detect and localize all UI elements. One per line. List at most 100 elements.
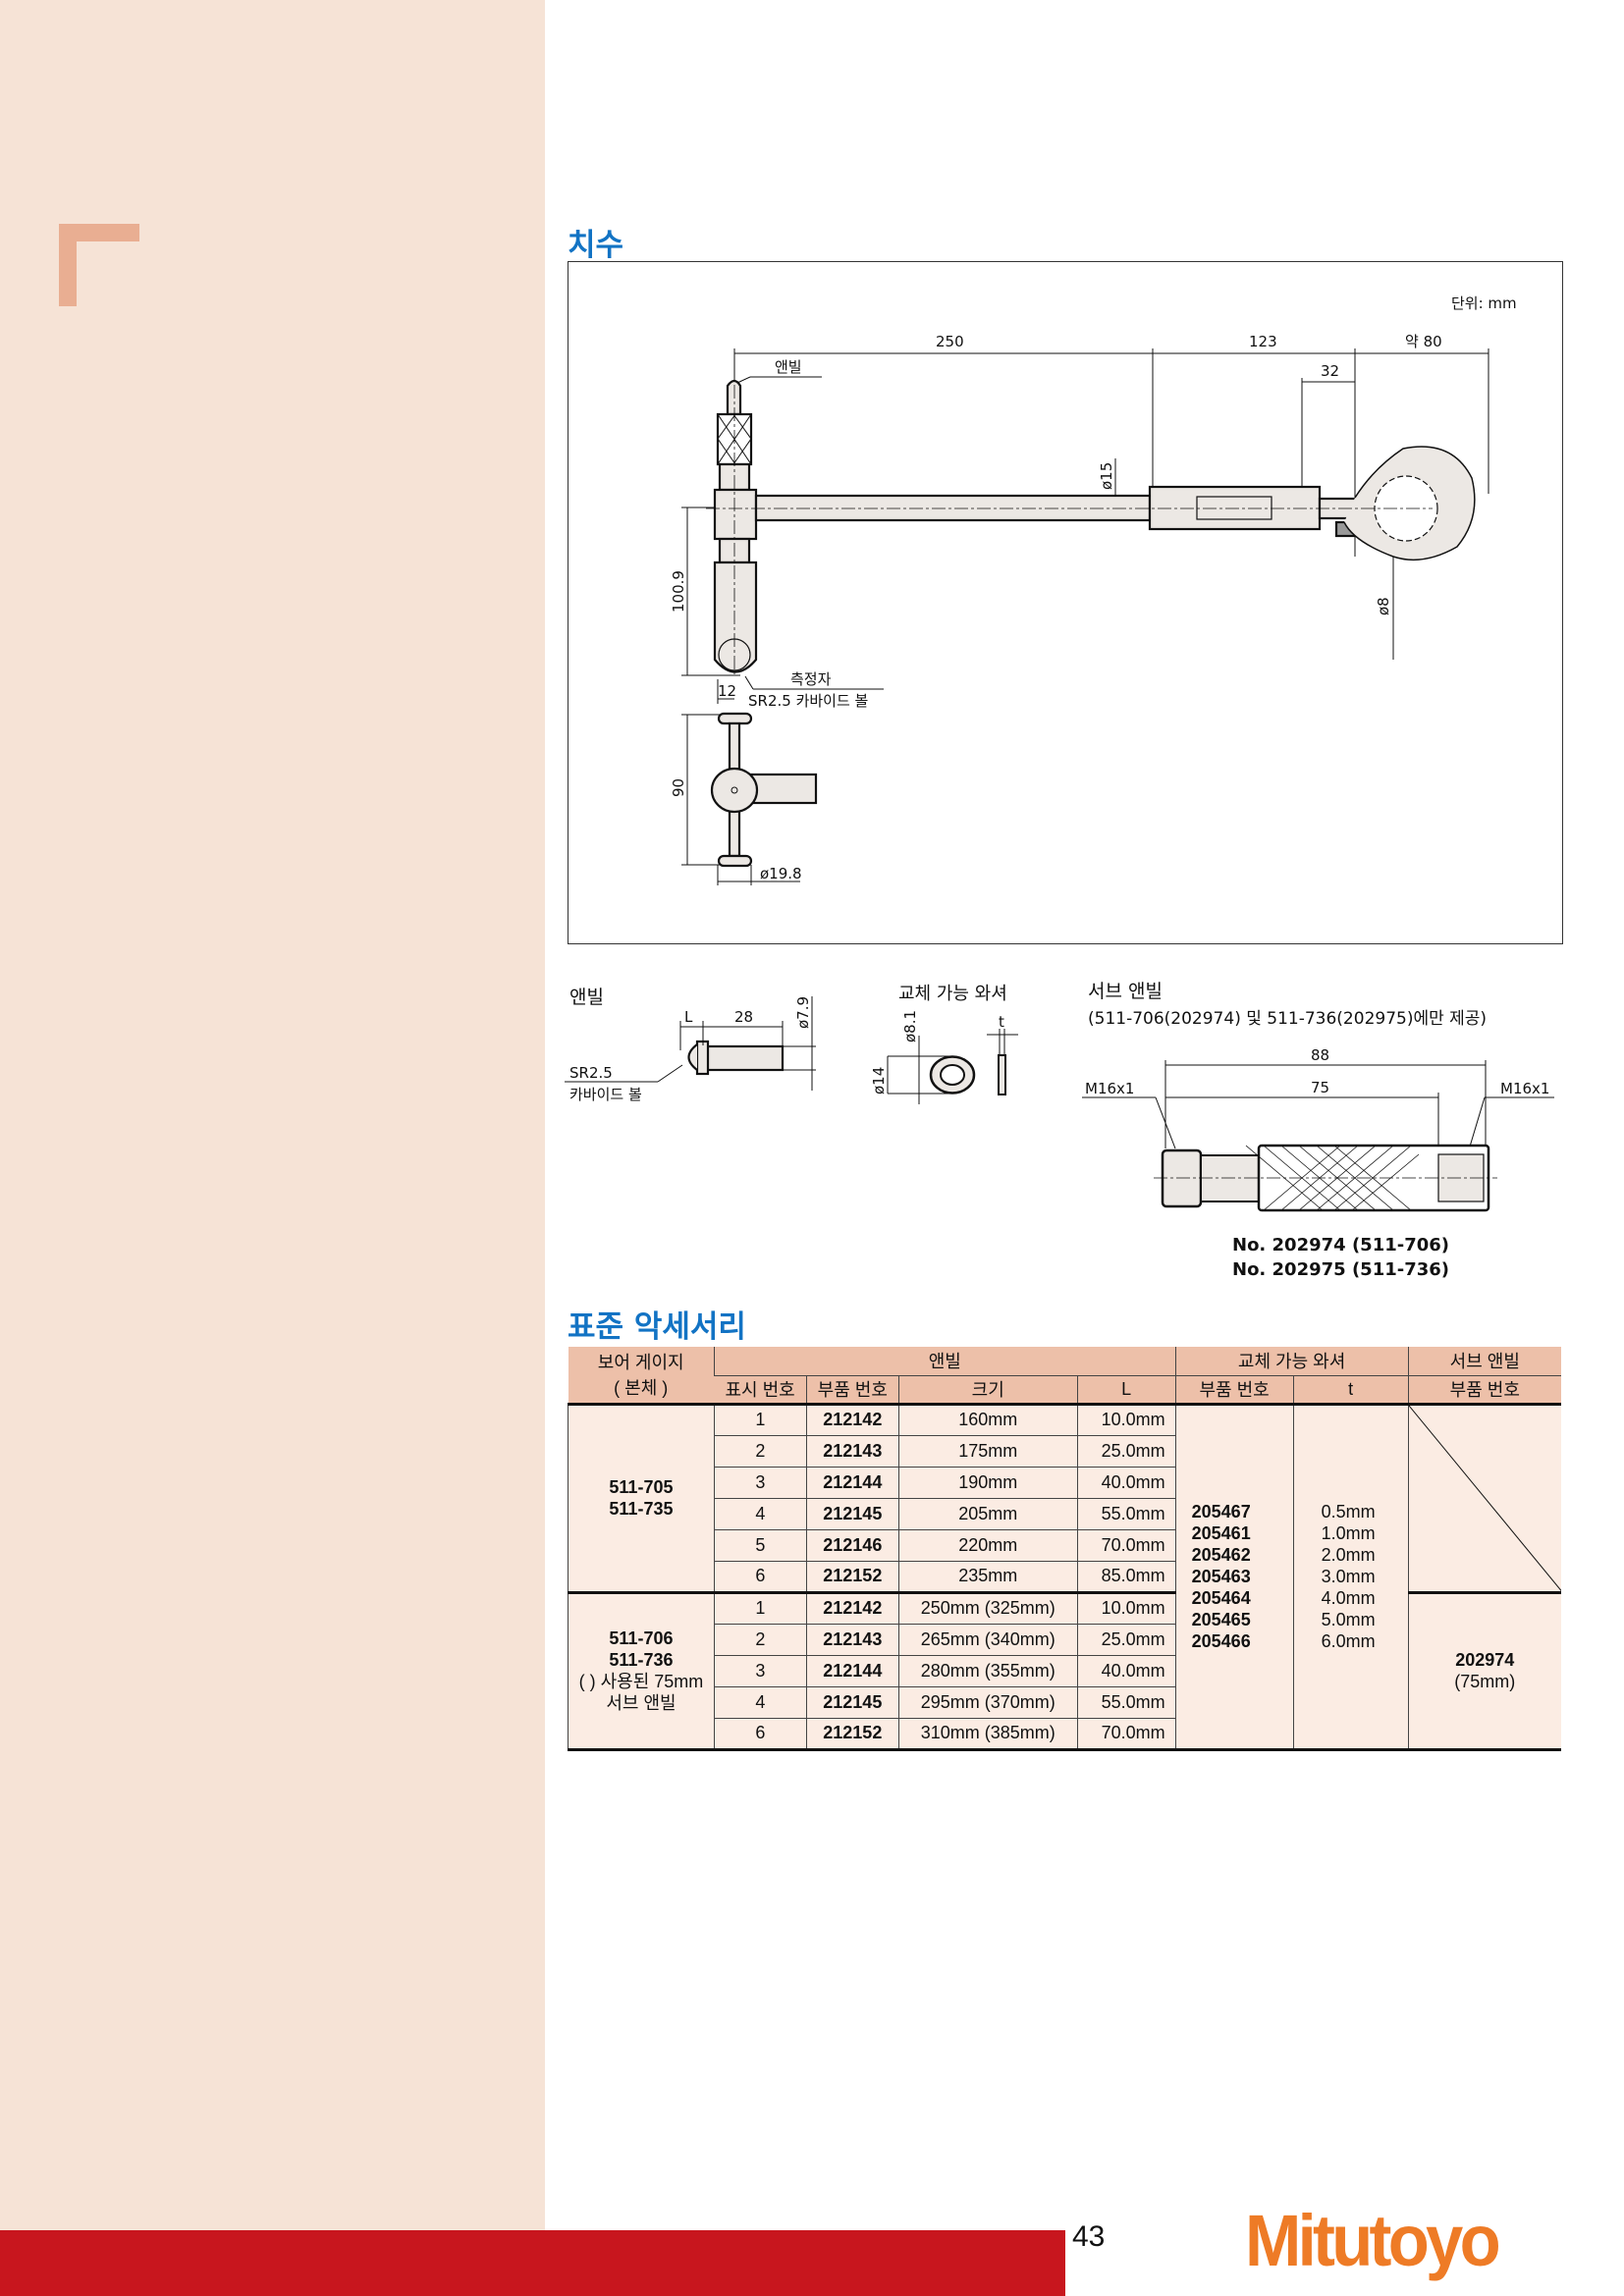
washer-t: 1.0mm <box>1321 1523 1376 1543</box>
header-sub-anvil: 서브 앤빌 <box>1407 1347 1561 1375</box>
size-cell: 265mm (340mm) <box>897 1623 1078 1655</box>
mark-no-cell: 6 <box>713 1717 807 1751</box>
washer-t: 0.5mm <box>1321 1502 1376 1522</box>
bore-gauge-side-view <box>706 379 1476 674</box>
page-number: 43 <box>1072 2220 1106 2253</box>
mark-no-cell: 2 <box>713 1623 807 1655</box>
part-no-cell: 212142 <box>805 1403 899 1435</box>
dim-123: 123 <box>1249 333 1277 350</box>
corner-mark <box>59 224 139 306</box>
dimension-lines <box>681 348 1489 885</box>
part-no-cell: 212142 <box>805 1590 899 1624</box>
mark-no-cell: 4 <box>713 1685 807 1718</box>
anvil-dim-d7-9: ø7.9 <box>794 996 812 1029</box>
washer-t: 2.0mm <box>1321 1545 1376 1565</box>
sub-anvil-part: 202974 <box>1455 1650 1515 1670</box>
sub-anvil-size: (75mm) <box>1454 1672 1516 1691</box>
dimensions-drawing: 단위: mm 250 123 약 80 32 앤빌 ø15 ø8 100.9 1… <box>568 261 1563 944</box>
washer-part: 205463 <box>1191 1567 1251 1586</box>
dim-250: 250 <box>936 333 964 350</box>
l-cell: 10.0mm <box>1076 1403 1176 1435</box>
header-mark-no: 표시 번호 <box>714 1374 807 1406</box>
size-cell: 175mm <box>897 1434 1078 1467</box>
carbide-ball-label: SR2.5 카바이드 볼 <box>748 692 868 710</box>
size-cell: 220mm <box>897 1528 1078 1561</box>
anvil-title: 앤빌 <box>569 987 604 1008</box>
diagonal-slash <box>1409 1406 1561 1591</box>
sub-anvil-drawing <box>1082 1060 1554 1212</box>
l-cell: 55.0mm <box>1076 1685 1176 1718</box>
washer-t: 3.0mm <box>1321 1567 1376 1586</box>
dim-d8: ø8 <box>1375 597 1392 615</box>
mark-no-cell: 4 <box>713 1497 807 1529</box>
gauge-model: 511-705 <box>609 1477 674 1497</box>
header-washer-part: 부품 번호 <box>1174 1374 1294 1406</box>
size-cell: 310mm (385mm) <box>897 1717 1078 1751</box>
header-washer: 교체 가능 와셔 <box>1174 1347 1409 1375</box>
l-cell: 40.0mm <box>1076 1466 1176 1498</box>
anvil-drawing <box>565 996 816 1091</box>
size-cell: 250mm (325mm) <box>897 1590 1078 1624</box>
washer-part: 205464 <box>1191 1588 1251 1608</box>
sub-anvil-dim-75: 75 <box>1311 1079 1329 1096</box>
gauge-model: 511-736 <box>609 1650 674 1670</box>
dim-80: 약 80 <box>1405 333 1442 350</box>
washer-drawing <box>887 1029 1018 1104</box>
anvil-sr: SR2.5 <box>569 1064 613 1082</box>
anvil-dim-28: 28 <box>734 1008 753 1026</box>
part-no-cell: 212146 <box>805 1528 899 1561</box>
bore-gauge-top-view <box>710 712 818 868</box>
washer-t: 6.0mm <box>1321 1631 1376 1651</box>
mark-no-cell: 2 <box>713 1434 807 1467</box>
l-cell: 25.0mm <box>1076 1434 1176 1467</box>
size-cell: 295mm (370mm) <box>897 1685 1078 1718</box>
mark-no-cell: 1 <box>713 1403 807 1435</box>
mark-no-cell: 6 <box>713 1560 807 1592</box>
washer-t: 5.0mm <box>1321 1610 1376 1629</box>
washer-part: 205462 <box>1191 1545 1251 1565</box>
l-cell: 85.0mm <box>1076 1560 1176 1592</box>
sub-anvil-na-cell <box>1407 1403 1561 1592</box>
washer-dim-d14: ø14 <box>870 1067 888 1095</box>
l-cell: 40.0mm <box>1076 1654 1176 1686</box>
part-no-cell: 212145 <box>805 1685 899 1718</box>
washer-dim-d8-1: ø8.1 <box>901 1010 919 1042</box>
dimensions-title: 치수 <box>568 228 624 263</box>
sub-anvil-title: 서브 앤빌 <box>1088 981 1163 1002</box>
size-cell: 190mm <box>897 1466 1078 1498</box>
size-cell: 280mm (355mm) <box>897 1654 1078 1686</box>
washer-part: 205466 <box>1191 1631 1251 1651</box>
washer-dim-t: t <box>999 1013 1004 1031</box>
l-cell: 70.0mm <box>1076 1717 1176 1751</box>
mitutoyo-logo: Mitutoyo <box>1245 2200 1501 2281</box>
mark-no-cell: 3 <box>713 1654 807 1686</box>
part-no-cell: 212145 <box>805 1497 899 1529</box>
l-cell: 10.0mm <box>1076 1590 1176 1624</box>
l-cell: 70.0mm <box>1076 1528 1176 1561</box>
header-t: t <box>1292 1374 1409 1406</box>
gauge-model: 511-706 <box>609 1629 674 1648</box>
sub-anvil-part-cell: 202974 (75mm) <box>1407 1590 1561 1751</box>
header-gauge: 보어 게이지( 본체 ) <box>568 1347 715 1406</box>
washer-part: 205465 <box>1191 1610 1251 1629</box>
dim-d19-8: ø19.8 <box>760 865 802 882</box>
unit-label: 단위: mm <box>1451 294 1517 312</box>
accessories-title: 표준 악세서리 <box>568 1309 746 1345</box>
part-no-cell: 212144 <box>805 1654 899 1686</box>
part-no-cell: 212143 <box>805 1434 899 1467</box>
header-sub-part: 부품 번호 <box>1407 1374 1561 1406</box>
washer-t: 4.0mm <box>1321 1588 1376 1608</box>
part-no-cell: 212144 <box>805 1466 899 1498</box>
